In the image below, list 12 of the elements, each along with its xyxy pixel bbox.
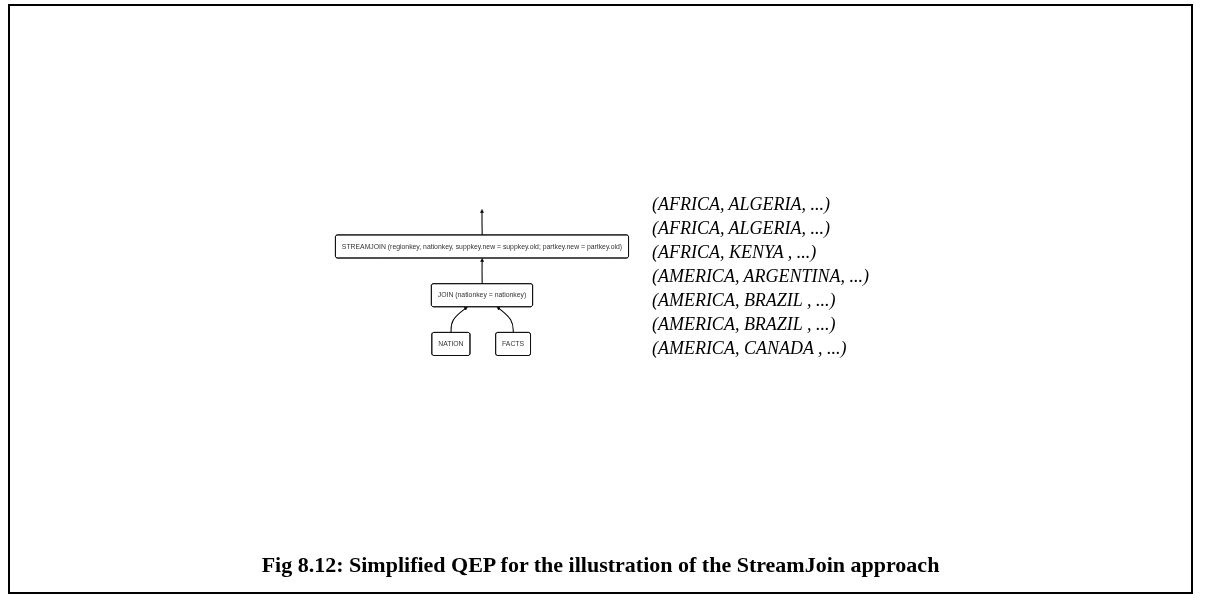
tuple-text: (AMERICA, CANADA , ...) (651, 337, 848, 360)
tuple-text: (AFRICA, KENYA , ...) (651, 241, 818, 264)
tuple-text: (AMERICA, BRAZIL , ...) (651, 289, 837, 312)
arrow (480, 209, 484, 236)
arrow (496, 306, 514, 334)
tuple-text: (AFRICA, ALGERIA, ...) (651, 217, 832, 240)
figure-caption: Fig 8.12: Simplified QEP for the illustration of the StreamJoin approach (261, 552, 940, 578)
tuple-text: (AMERICA, ARGENTINA, ...) (651, 265, 870, 288)
tuple-text: (AFRICA, ALGERIA, ...) (651, 193, 832, 216)
arrow (450, 306, 468, 334)
tuple-text: (AMERICA, BRAZIL , ...) (651, 313, 837, 336)
arrow (480, 258, 484, 285)
